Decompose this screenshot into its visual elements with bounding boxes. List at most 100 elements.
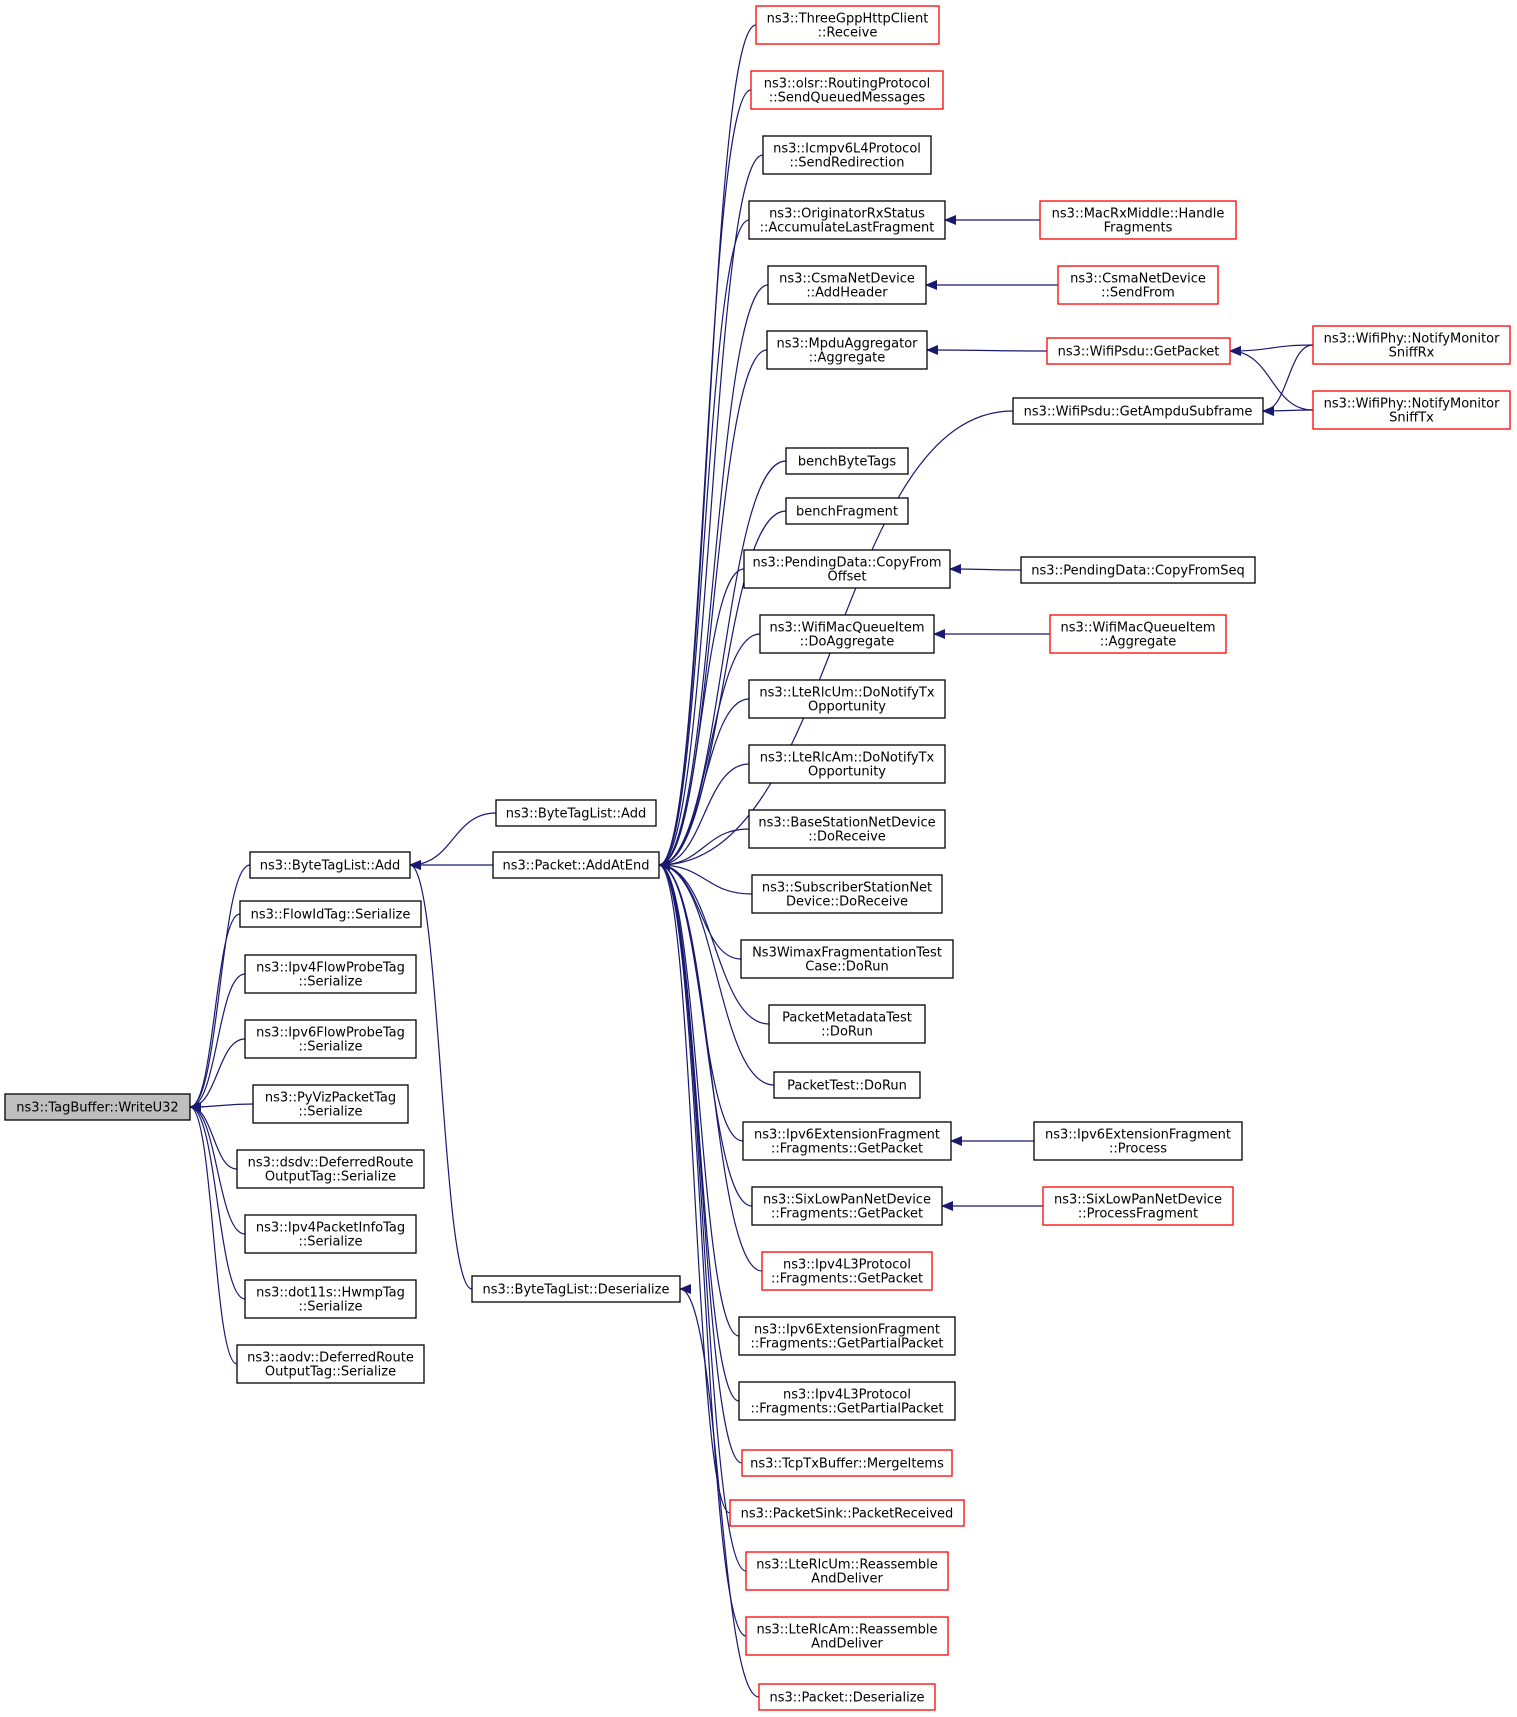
node-origrx[interactable]: ns3::OriginatorRxStatus::AccumulateLastF…: [748, 200, 946, 240]
node-sixlow_get[interactable]: ns3::SixLowPanNetDevice::Fragments::GetP…: [751, 1186, 943, 1226]
edge-lteum_tx-to-addatend: [658, 698, 750, 870]
edge-btl_add_l-to-root: [189, 864, 251, 1112]
node-label: ns3::LteRlcAm::Reassemble: [757, 1623, 938, 1638]
node-ipv6ext_part[interactable]: ns3::Ipv6ExtensionFragment::Fragments::G…: [738, 1316, 956, 1356]
node-addatend[interactable]: ns3::Packet::AddAtEnd: [492, 851, 660, 879]
node-ipv6flow[interactable]: ns3::Ipv6FlowProbeTag::Serialize: [244, 1019, 417, 1059]
node-pyviz[interactable]: ns3::PyVizPacketTag::Serialize: [252, 1084, 409, 1124]
node-ipv4pkt[interactable]: ns3::Ipv4PacketInfoTag::Serialize: [244, 1214, 417, 1254]
edge-pktdeser-to-btl_deser: [679, 1284, 760, 1698]
node-label: ns3::Ipv4FlowProbeTag: [256, 961, 405, 976]
edge-pendseq-to-pendcopy: [949, 564, 1022, 575]
node-icmpv6[interactable]: ns3::Icmpv6L4Protocol::SendRedirection: [762, 135, 932, 175]
node-label: ns3::Ipv6ExtensionFragment: [1045, 1128, 1231, 1143]
node-label: ::DoRun: [821, 1025, 873, 1040]
node-label: ns3::TcpTxBuffer::MergeItems: [750, 1457, 944, 1472]
node-box: [252, 1084, 409, 1124]
node-benchfrag[interactable]: benchFragment: [785, 497, 909, 525]
node-box: [1057, 265, 1219, 305]
edge-btl_add_m-to-btl_add_l: [409, 812, 497, 870]
node-btl_deser[interactable]: ns3::ByteTagList::Deserialize: [471, 1275, 681, 1303]
edge-lteam_tx-to-addatend: [658, 763, 750, 870]
node-benchbyte[interactable]: benchByteTags: [785, 447, 909, 475]
node-wifimacq[interactable]: ns3::WifiMacQueueItem::DoAggregate: [759, 614, 935, 654]
node-mpdu[interactable]: ns3::MpduAggregator::Aggregate: [766, 330, 928, 370]
node-bsnd[interactable]: ns3::BaseStationNetDevice::DoReceive: [748, 809, 946, 849]
node-label: ns3::ByteTagList::Add: [506, 807, 646, 822]
node-box: [1049, 614, 1227, 654]
node-btl_add_m[interactable]: ns3::ByteTagList::Add: [495, 799, 657, 827]
node-csmaadd[interactable]: ns3::CsmaNetDevice::AddHeader: [767, 265, 927, 305]
node-olsr[interactable]: ns3::olsr::RoutingProtocol::SendQueuedMe…: [750, 70, 944, 110]
node-box: [785, 497, 909, 525]
node-label: ::Serialize: [299, 1235, 363, 1250]
edge-sixlow_get-to-addatend: [658, 860, 753, 1207]
node-sixlow_proc[interactable]: ns3::SixLowPanNetDevice::ProcessFragment: [1042, 1186, 1234, 1226]
node-hwmp[interactable]: ns3::dot11s::HwmpTag::Serialize: [244, 1279, 417, 1319]
node-label: ns3::CsmaNetDevice: [779, 272, 915, 287]
node-label: ns3::SixLowPanNetDevice: [763, 1193, 931, 1208]
node-ipv4flow[interactable]: ns3::Ipv4FlowProbeTag::Serialize: [244, 954, 417, 994]
node-label: ns3::ByteTagList::Add: [260, 859, 400, 874]
node-label: OutputTag::Serialize: [265, 1365, 396, 1380]
node-pendseq[interactable]: ns3::PendingData::CopyFromSeq: [1020, 556, 1256, 584]
node-label: ns3::Ipv4L3Protocol: [783, 1388, 911, 1403]
edge-aodv-to-root: [189, 1102, 238, 1365]
edge-ssnd-to-addatend: [658, 860, 753, 895]
node-ipv4l3_part[interactable]: ns3::Ipv4L3Protocol::Fragments::GetParti…: [738, 1381, 956, 1421]
node-http[interactable]: ns3::ThreeGppHttpClient::Receive: [755, 5, 940, 45]
edge-ipv4l3_get-to-addatend: [658, 860, 763, 1272]
node-label: ns3::WifiMacQueueItem: [1060, 621, 1215, 636]
edge-pktmeta-to-addatend: [658, 860, 770, 1025]
node-box: [249, 851, 411, 879]
node-label: ::Fragments::GetPartialPacket: [751, 1402, 944, 1417]
node-dsdv[interactable]: ns3::dsdv::DeferredRouteOutputTag::Seria…: [236, 1149, 425, 1189]
node-pktsink[interactable]: ns3::PacketSink::PacketReceived: [729, 1499, 965, 1527]
edge-psdu_get-to-mpdu: [926, 345, 1048, 356]
node-box: [766, 330, 928, 370]
node-ipv4l3_get[interactable]: ns3::Ipv4L3Protocol::Fragments::GetPacke…: [761, 1251, 933, 1291]
node-psdu_ampdu[interactable]: ns3::WifiPsdu::GetAmpduSubframe: [1012, 397, 1264, 425]
node-flowid[interactable]: ns3::FlowIdTag::Serialize: [239, 900, 422, 928]
node-box: [773, 1071, 921, 1099]
node-pktdeser[interactable]: ns3::Packet::Deserialize: [758, 1683, 936, 1711]
node-pktmeta[interactable]: PacketMetadataTest::DoRun: [768, 1004, 926, 1044]
node-tcptx[interactable]: ns3::TcpTxBuffer::MergeItems: [741, 1449, 953, 1477]
node-csmasend[interactable]: ns3::CsmaNetDevice::SendFrom: [1057, 265, 1219, 305]
node-label: ::Fragments::GetPacket: [771, 1207, 923, 1222]
node-box: [742, 1121, 952, 1161]
node-btl_add_l[interactable]: ns3::ByteTagList::Add: [249, 851, 411, 879]
node-wifimacq_agg[interactable]: ns3::WifiMacQueueItem::Aggregate: [1049, 614, 1227, 654]
node-box: [729, 1499, 965, 1527]
node-box: [236, 1149, 425, 1189]
node-layer: ns3::TagBuffer::WriteU32ns3::ByteTagList…: [4, 5, 1511, 1711]
node-box: [745, 1551, 949, 1591]
node-ipv6ext_get[interactable]: ns3::Ipv6ExtensionFragment::Fragments::G…: [742, 1121, 952, 1161]
node-box: [748, 809, 946, 849]
edge-lteum_re-to-addatend: [658, 860, 747, 1572]
node-label: ns3::Packet::AddAtEnd: [503, 859, 650, 874]
node-ipv6ext_proc[interactable]: ns3::Ipv6ExtensionFragment::Process: [1033, 1121, 1243, 1161]
node-label: ns3::WifiPhy::NotifyMonitor: [1324, 332, 1500, 347]
node-root[interactable]: ns3::TagBuffer::WriteU32: [4, 1093, 191, 1121]
node-box: [244, 1279, 417, 1319]
node-aodv[interactable]: ns3::aodv::DeferredRouteOutputTag::Seria…: [236, 1344, 425, 1384]
node-ssnd[interactable]: ns3::SubscriberStationNetDevice::DoRecei…: [751, 874, 943, 914]
node-box: [492, 851, 660, 879]
node-box: [761, 1251, 933, 1291]
node-label: ns3::OriginatorRxStatus: [769, 207, 925, 222]
node-label: ns3::PendingData::CopyFromSeq: [1031, 564, 1245, 579]
node-pkttest[interactable]: PacketTest::DoRun: [773, 1071, 921, 1099]
edge-nm_tx-to-psdu_ampdu: [1262, 405, 1314, 416]
node-psdu_get[interactable]: ns3::WifiPsdu::GetPacket: [1046, 337, 1231, 365]
node-label: ns3::WifiMacQueueItem: [769, 621, 924, 636]
